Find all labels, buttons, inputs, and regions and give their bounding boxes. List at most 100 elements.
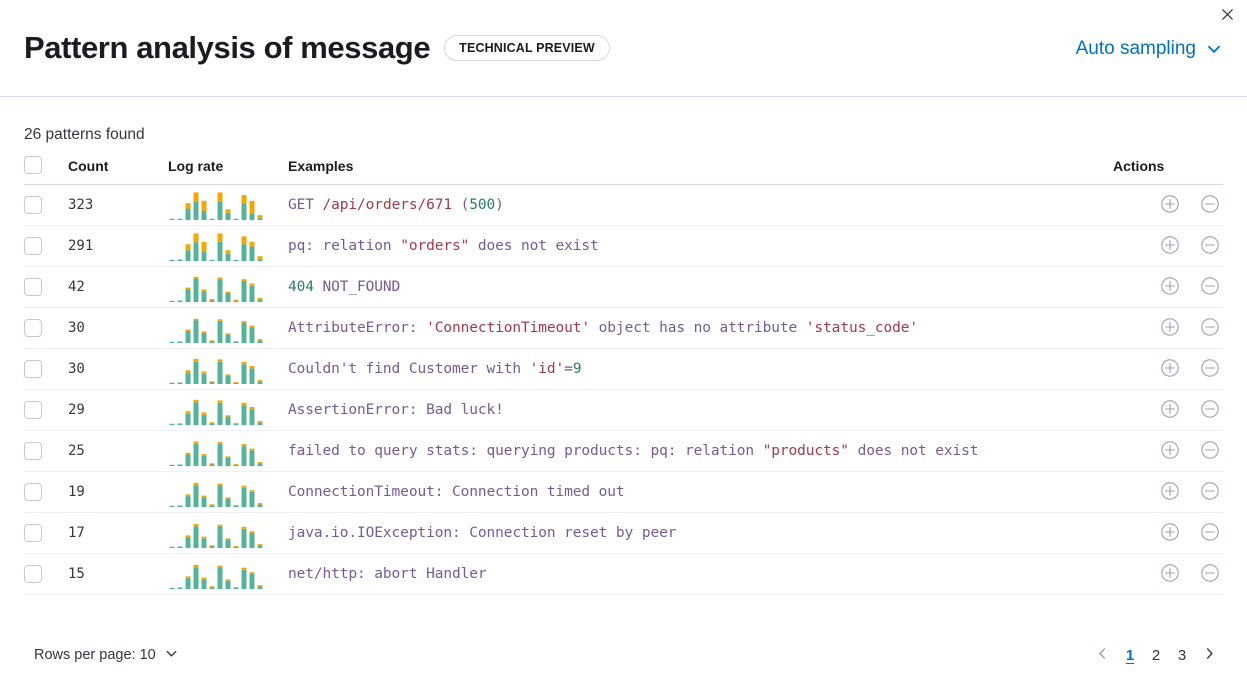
example-token: AttributeError:: [288, 320, 427, 337]
select-all-checkbox[interactable]: [24, 156, 42, 175]
row-checkbox[interactable]: [24, 401, 42, 420]
example-cell: java.io.IOException: Connection reset by…: [288, 512, 1113, 555]
log-rate-sparkline: [169, 277, 263, 303]
count-header[interactable]: Count: [68, 156, 168, 186]
row-checkbox[interactable]: [24, 524, 42, 543]
filter-out-value-button[interactable]: [1197, 396, 1223, 422]
filter-out-value-button[interactable]: [1197, 437, 1223, 463]
pagination-page-1[interactable]: 1: [1118, 642, 1142, 668]
log-rate-cell: [168, 512, 288, 555]
actions-cell: [1113, 512, 1223, 555]
filter-for-value-button[interactable]: [1157, 396, 1183, 422]
log-rate-sparkline: [169, 233, 263, 262]
table-row[interactable]: 17 java.io.IOException: Connection reset …: [24, 512, 1223, 555]
row-checkbox[interactable]: [24, 565, 42, 584]
rows-per-page-button[interactable]: Rows per page: 10: [24, 646, 189, 665]
filter-out-value-button[interactable]: [1197, 314, 1223, 340]
plus-circle-icon: [1161, 277, 1179, 296]
pagination-page-2[interactable]: 2: [1144, 642, 1168, 668]
row-select-cell: [24, 471, 68, 514]
example-token: does not exist: [848, 443, 979, 460]
count-cell: 323: [68, 184, 168, 227]
example-cell: 404 NOT_FOUND: [288, 266, 1113, 309]
count-cell: 25: [68, 430, 168, 473]
pagination-next-button[interactable]: [1196, 642, 1223, 668]
row-checkbox[interactable]: [24, 442, 42, 461]
row-checkbox[interactable]: [24, 360, 42, 379]
filter-out-value-button[interactable]: [1197, 191, 1223, 217]
example-token: Couldn't find Customer with: [288, 361, 530, 378]
example-token: 500: [469, 197, 496, 214]
pagination-previous-button[interactable]: [1089, 642, 1116, 668]
log-rate-header[interactable]: Log rate: [168, 156, 288, 186]
filter-for-value-button[interactable]: [1157, 273, 1183, 299]
actions-cell: [1113, 184, 1223, 227]
filter-for-value-button[interactable]: [1157, 560, 1183, 586]
count-cell: 17: [68, 512, 168, 555]
row-checkbox[interactable]: [24, 237, 42, 256]
example-cell: pq: relation "orders" does not exist: [288, 225, 1113, 268]
auto-sampling-button[interactable]: Auto sampling: [1076, 38, 1223, 60]
header-title-group: Pattern analysis of message TECHNICAL PR…: [24, 29, 610, 65]
example-token: AssertionError: Bad luck!: [288, 402, 504, 419]
filter-out-value-button[interactable]: [1197, 560, 1223, 586]
actions-cell: [1113, 471, 1223, 514]
select-all-header: [24, 156, 68, 186]
log-rate-sparkline: [169, 441, 263, 467]
minus-circle-icon: [1201, 400, 1219, 419]
row-select-cell: [24, 307, 68, 350]
log-rate-sparkline: [169, 318, 263, 344]
minus-circle-icon: [1201, 441, 1219, 460]
filter-for-value-button[interactable]: [1157, 355, 1183, 381]
count-cell: 19: [68, 471, 168, 514]
rows-per-page-label: Rows per page: 10: [34, 647, 156, 663]
example-token: 'id': [529, 361, 565, 378]
filter-for-value-button[interactable]: [1157, 314, 1183, 340]
count-cell: 30: [68, 348, 168, 391]
log-rate-sparkline: [169, 192, 263, 221]
filter-for-value-button[interactable]: [1157, 232, 1183, 258]
log-rate-cell: [168, 471, 288, 514]
filter-out-value-button[interactable]: [1197, 232, 1223, 258]
log-rate-cell: [168, 184, 288, 227]
close-button[interactable]: [1213, 2, 1241, 30]
filter-for-value-button[interactable]: [1157, 519, 1183, 545]
row-checkbox[interactable]: [24, 319, 42, 338]
filter-out-value-button[interactable]: [1197, 273, 1223, 299]
examples-header[interactable]: Examples: [288, 156, 1113, 186]
actions-header: Actions: [1113, 156, 1223, 186]
example-cell: AssertionError: Bad luck!: [288, 389, 1113, 432]
page-title: Pattern analysis of message: [24, 29, 431, 65]
row-checkbox[interactable]: [24, 278, 42, 297]
filter-for-value-button[interactable]: [1157, 191, 1183, 217]
actions-cell: [1113, 348, 1223, 391]
chevron-left-icon: [1095, 646, 1110, 665]
filter-for-value-button[interactable]: [1157, 478, 1183, 504]
row-select-cell: [24, 348, 68, 391]
row-checkbox[interactable]: [24, 483, 42, 502]
minus-circle-icon: [1201, 359, 1219, 378]
log-rate-sparkline: [169, 524, 263, 549]
filter-for-value-button[interactable]: [1157, 437, 1183, 463]
plus-circle-icon: [1161, 482, 1179, 501]
filter-out-value-button[interactable]: [1197, 355, 1223, 381]
filter-out-value-button[interactable]: [1197, 519, 1223, 545]
row-select-cell: [24, 553, 68, 596]
plus-circle-icon: [1161, 359, 1179, 378]
minus-circle-icon: [1201, 523, 1219, 542]
pagination-page-3[interactable]: 3: [1170, 642, 1194, 668]
filter-out-value-button[interactable]: [1197, 478, 1223, 504]
count-cell: 30: [68, 307, 168, 350]
row-checkbox[interactable]: [24, 196, 42, 215]
